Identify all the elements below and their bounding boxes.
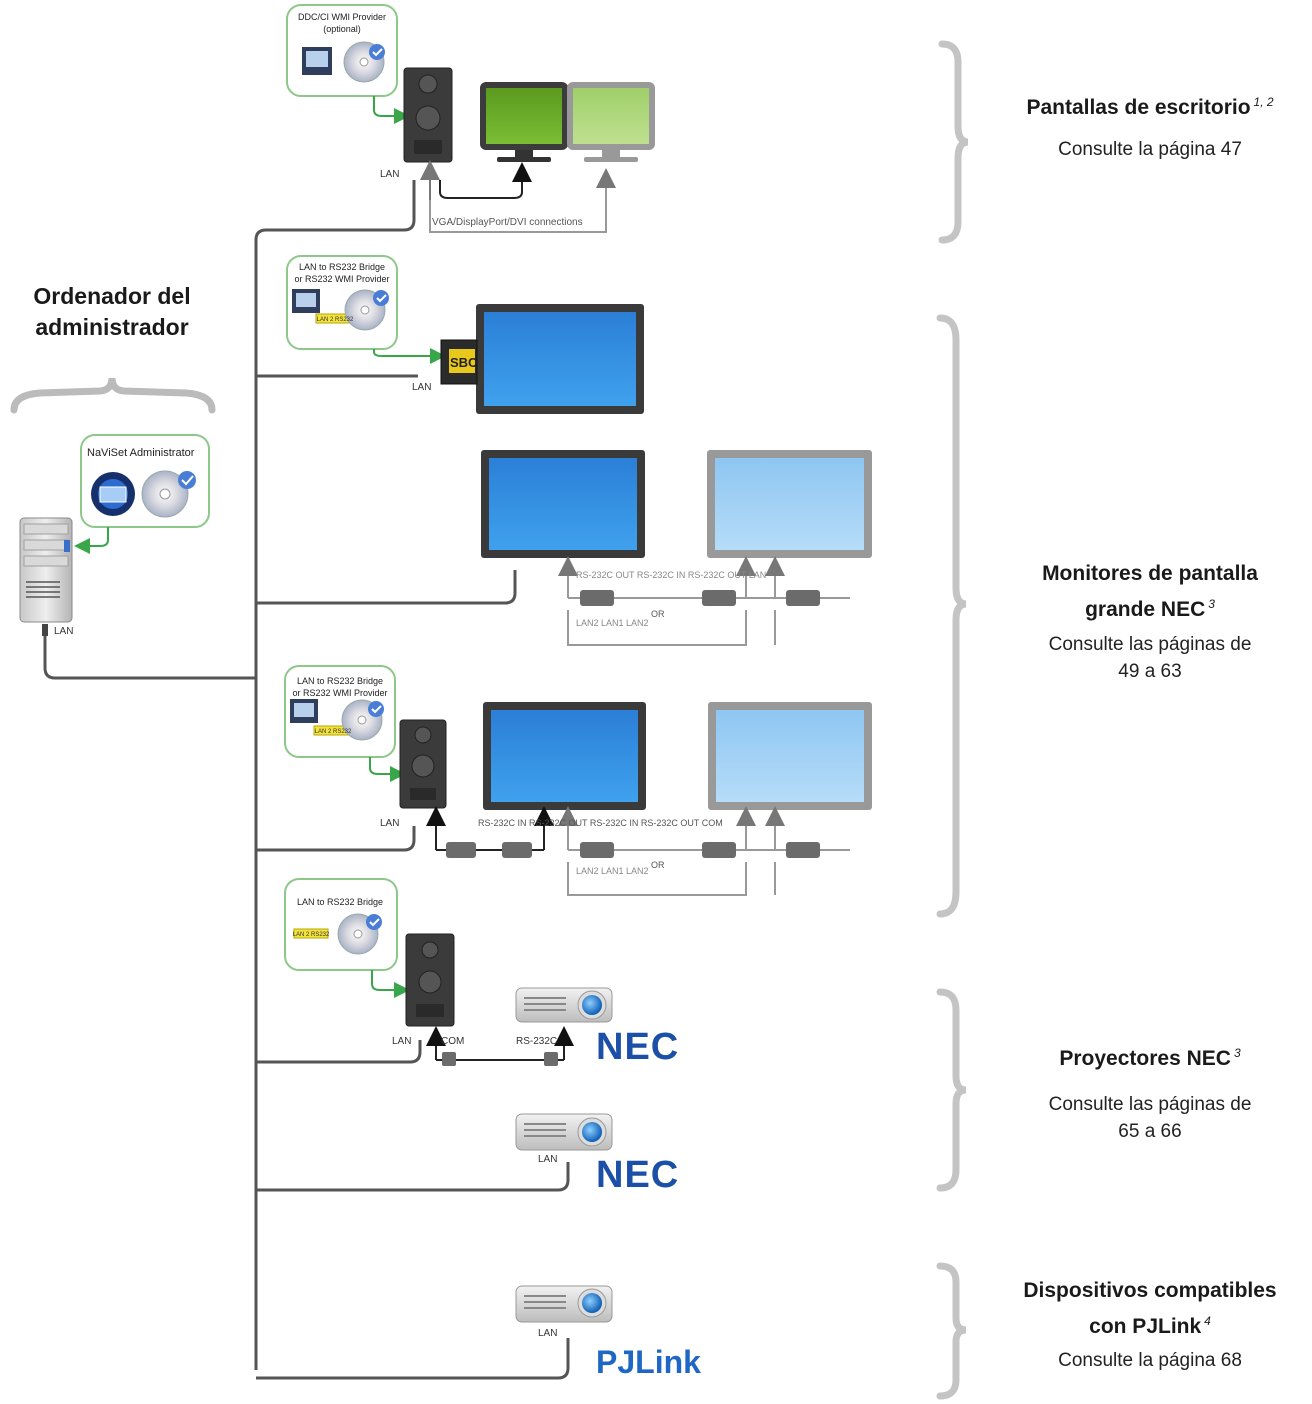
bridge-label-2: LAN to RS232 Bridge: [297, 676, 383, 686]
large-display-b: [707, 450, 872, 558]
rs232c-label: RS-232C: [516, 1036, 557, 1047]
large-footnote: 3: [1208, 597, 1215, 611]
admin-tower-icon: [19, 517, 73, 636]
ports-label-2: RS-232C IN RS-232C OUT RS-232C IN RS-232…: [478, 818, 723, 828]
brace-pjlink-icon: [936, 1262, 967, 1400]
nec-logo-2: NEC: [596, 1154, 680, 1196]
proj-pc-lan-label: LAN: [392, 1036, 411, 1047]
projector-icon-1: [515, 987, 613, 1023]
brace-projector-icon: [936, 988, 967, 1192]
admin-brace-icon: [10, 377, 216, 414]
bridge-provider-panel-2: [284, 665, 406, 782]
large-ref-line2: 49 a 63: [1118, 661, 1182, 682]
admin-title-line2: administrador: [35, 314, 189, 340]
naviset-label: NaViSet Administrator: [87, 447, 195, 459]
bridge-pc-icon: [399, 719, 447, 809]
pjlink-page-ref: Consulte la página 68: [1058, 1350, 1242, 1371]
serial-plugs-2: [446, 842, 820, 858]
ddc-provider-panel: [286, 4, 410, 124]
bridge-tag-3: LAN 2 RS232: [293, 932, 330, 938]
serial-plugs-1: [580, 590, 820, 606]
bridge-label-1: LAN to RS232 Bridge: [299, 262, 385, 272]
naviset-software-panel: [74, 434, 210, 554]
group-braces: [936, 40, 969, 1400]
ports-label-1: RS-232C OUT RS-232C IN RS-232C OUT LAN: [576, 570, 766, 580]
large-ref-line1: Consulte las páginas de: [1048, 634, 1252, 655]
large-display-c: [483, 702, 646, 810]
large-title-line1: Monitores de pantalla: [1042, 562, 1258, 585]
projector-ref-line2: 65 a 66: [1118, 1121, 1182, 1142]
pjlink-title-line1: Dispositivos compatibles: [1023, 1279, 1277, 1302]
com-label: COM: [441, 1036, 464, 1047]
proj2-lan-label: LAN: [538, 1154, 557, 1165]
projector-footnote: 3: [1233, 1046, 1241, 1060]
large-display-d: [708, 702, 872, 810]
lan-ports-label-2: LAN2 LAN1 LAN2: [576, 866, 649, 876]
vga-connections-label: VGA/DisplayPort/DVI connections: [432, 217, 583, 228]
bridge-provider-panel-1: [286, 255, 446, 364]
admin-title: Ordenador del administrador: [10, 281, 214, 343]
projector-pc-icon: [405, 933, 455, 1027]
projector-icon-3: [515, 1285, 613, 1323]
network-lines: [43, 180, 570, 1380]
com-plugs: [442, 1052, 558, 1066]
projector-ref-line1: Consulte las páginas de: [1048, 1094, 1252, 1115]
desktop-pc-icon: [403, 67, 453, 163]
green-monitor-light: [567, 82, 655, 162]
desktop-lan-label: LAN: [380, 169, 399, 180]
or-label-2: OR: [651, 860, 665, 870]
ddc-provider-optional: (optional): [323, 24, 361, 34]
ddc-provider-label: DDC/CI WMI Provider: [298, 12, 386, 22]
large-title-line2: grande NEC: [1085, 598, 1206, 621]
large-page-ref: Consulte las páginas de 49 a 63: [990, 631, 1310, 685]
desktop-footnote: 1, 2: [1253, 95, 1274, 109]
nec-logo-1: NEC: [596, 1026, 680, 1068]
projector-page-ref: Consulte las páginas de 65 a 66: [990, 1091, 1310, 1145]
or-label-1: OR: [651, 609, 665, 619]
sbc-lan-label: LAN: [412, 382, 431, 393]
brace-large-icon: [936, 314, 967, 918]
lan-ports-label-1: LAN2 LAN1 LAN2: [576, 618, 649, 628]
bridge-pc-lan-label: LAN: [380, 818, 399, 829]
admin-title-line1: Ordenador del: [33, 283, 191, 309]
projector-icon-2: [515, 1113, 613, 1151]
brace-desktop-icon: [938, 40, 969, 244]
bridge-label-3: LAN to RS232 Bridge: [297, 897, 383, 907]
projector-title-text: Proyectores NEC: [1059, 1047, 1231, 1070]
large-display-a: [481, 450, 645, 558]
pjlink-logo: PJLink: [596, 1344, 701, 1380]
bridge-tag-1: LAN 2 RS232: [317, 317, 354, 323]
pjlink-footnote: 4: [1204, 1314, 1211, 1328]
com-connection: [426, 1026, 574, 1061]
green-monitor-dark: [480, 82, 568, 162]
pjlink-title-line2: con PJLink: [1089, 1315, 1202, 1338]
sbc-label: SBC: [450, 355, 478, 370]
bridge-tag-2: LAN 2 RS232: [315, 729, 352, 735]
bridge-panel-projector: [284, 878, 410, 998]
desktop-title-text: Pantallas de escritorio: [1026, 96, 1251, 119]
admin-lan-label: LAN: [54, 626, 73, 637]
desktop-page-ref: Consulte la página 47: [1058, 139, 1242, 160]
bridge-label-2b: or RS232 WMI Provider: [292, 688, 387, 698]
large-display-sbc: [440, 304, 644, 414]
vga-connections: [420, 160, 616, 233]
proj3-lan-label: LAN: [538, 1328, 557, 1339]
bridge-label-1b: or RS232 WMI Provider: [294, 274, 389, 284]
